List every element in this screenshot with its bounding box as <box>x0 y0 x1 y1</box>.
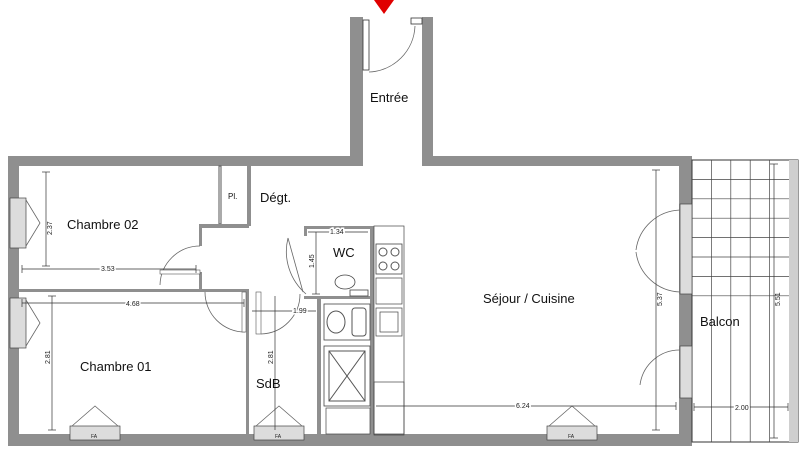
window-sejour-balcon-lower <box>679 345 693 399</box>
dim-2-00: 2.00 <box>735 405 749 412</box>
room-labels: Entrée Chambre 02 Chambre 01 Dégt. Pl. W… <box>67 90 740 391</box>
room-label-balcon: Balcon <box>700 314 740 329</box>
dim-3-53: 3.53 <box>101 266 115 273</box>
dim-2-81-left: 2.81 <box>45 350 52 364</box>
dim-1-34: 1.34 <box>330 229 344 236</box>
window-bottom-3 <box>546 425 598 441</box>
dim-6-24: 6.24 <box>516 403 530 410</box>
dim-5-51: 5.51 <box>775 292 782 306</box>
dim-1-45: 1.45 <box>309 254 316 268</box>
window-sejour-balcon <box>679 203 693 295</box>
dim-2-81-sdb: 2.81 <box>268 350 275 364</box>
fixtures <box>323 225 405 436</box>
room-label-entree: Entrée <box>370 90 408 105</box>
dim-4-68: 4.68 <box>126 301 140 308</box>
dimension-labels: 2.37 3.53 4.68 2.81 1.34 1.45 1.99 2.81 … <box>45 221 782 413</box>
room-label-chambre01: Chambre 01 <box>80 359 152 374</box>
room-label-pl: Pl. <box>228 192 237 201</box>
room-label-degt: Dégt. <box>260 190 291 205</box>
room-label-sdb: SdB <box>256 376 281 391</box>
window-left-upper <box>9 197 27 249</box>
window-tag-2: FA <box>275 434 282 440</box>
window-bottom-1 <box>69 425 121 441</box>
window-tag-3: FA <box>568 434 575 440</box>
dim-2-37: 2.37 <box>47 221 54 235</box>
doors <box>159 17 681 386</box>
window-tag-1: FA <box>91 434 98 440</box>
room-label-wc: WC <box>333 245 355 260</box>
dim-5-37: 5.37 <box>657 292 664 306</box>
dim-1-99: 1.99 <box>293 308 307 315</box>
balcony <box>691 159 799 443</box>
entry-arrow-icon <box>374 0 394 14</box>
dimension-lines <box>21 163 789 439</box>
window-bottom-2 <box>253 425 305 441</box>
windows: FA FA FA <box>9 197 693 441</box>
room-label-sejour: Séjour / Cuisine <box>483 291 575 306</box>
room-label-chambre02: Chambre 02 <box>67 217 139 232</box>
window-left-lower <box>9 297 27 349</box>
